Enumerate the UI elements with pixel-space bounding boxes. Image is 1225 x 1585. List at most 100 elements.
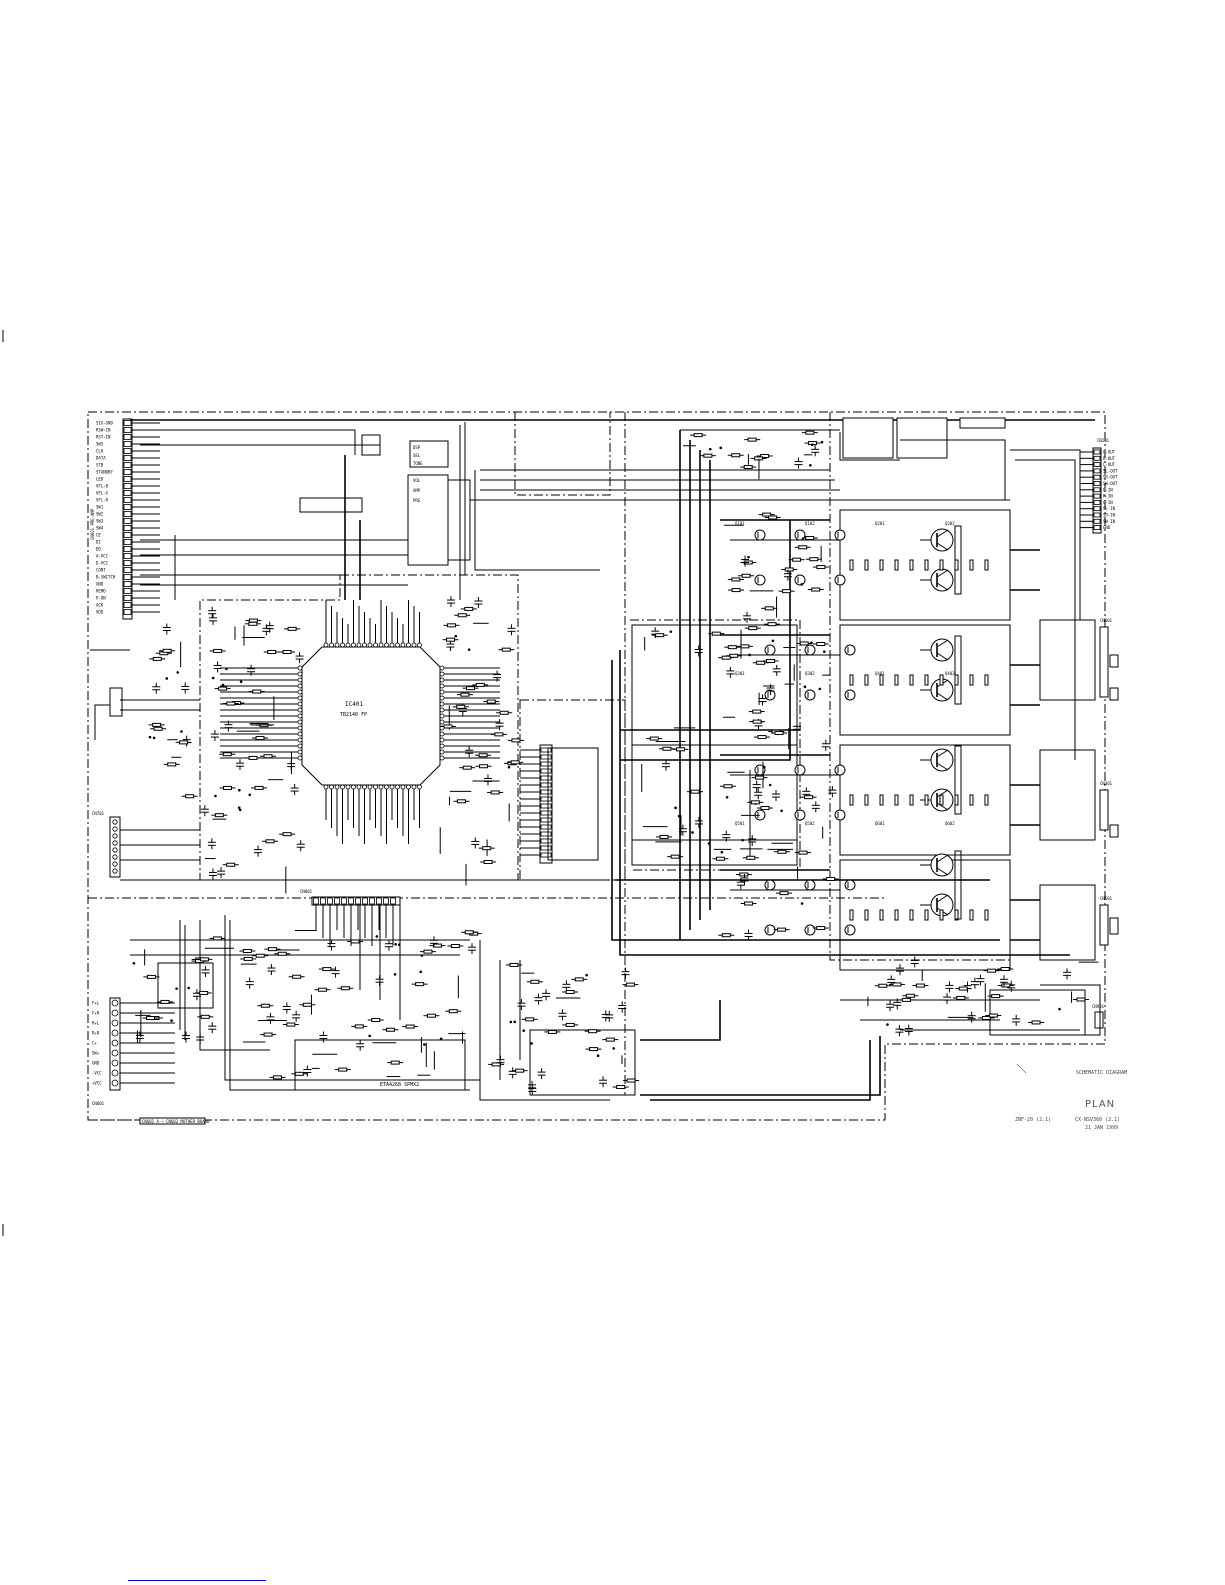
resistor: [226, 701, 236, 706]
resistor: [767, 622, 777, 627]
pin-label: SW3: [96, 519, 104, 524]
resistor: [340, 986, 350, 991]
resistor: [162, 648, 172, 653]
resistor: [354, 1024, 364, 1029]
connector-pin: [112, 833, 118, 839]
pin-label: SW-IN: [1103, 519, 1116, 524]
resistor: [909, 794, 914, 806]
connector-pin: [111, 1049, 119, 1057]
footer-link-underline[interactable]: [128, 1580, 266, 1581]
resistor: [939, 674, 944, 686]
resistor: [782, 589, 792, 594]
small-transistor: [834, 574, 846, 586]
junction: [720, 850, 724, 854]
resistor: [826, 876, 836, 881]
junction: [811, 443, 814, 447]
connector-pin: [123, 434, 132, 440]
power-transistor: [930, 853, 954, 877]
connector-pin: [334, 897, 340, 905]
junction: [707, 842, 711, 845]
ic-pin: [400, 784, 406, 790]
resistor: [415, 982, 425, 987]
resistor: [924, 794, 929, 806]
resistor: [267, 947, 277, 952]
pin-label: SR-IN: [1103, 513, 1116, 518]
connector-pin: [123, 525, 132, 531]
component-ref: Q101: [735, 521, 745, 526]
ic-pin: [297, 731, 303, 737]
resistor: [185, 794, 195, 799]
resistor: [905, 993, 915, 998]
connector-pin: [123, 609, 132, 615]
connector-pin: [540, 796, 552, 802]
resistor: [849, 794, 854, 806]
resistor: [405, 1024, 415, 1029]
block-label: TONE: [413, 461, 423, 466]
connector-pin: [123, 588, 132, 594]
pin-label: DO: [96, 547, 101, 552]
ic-pin: [297, 749, 303, 755]
connector-pin: [540, 754, 552, 760]
pin-label: +VCC: [92, 1081, 102, 1086]
connector-pin: [376, 897, 382, 905]
junction: [800, 582, 804, 586]
connector-pin: [540, 789, 552, 795]
junction: [221, 683, 225, 687]
small-transistor: [844, 879, 856, 891]
small-transistor: [754, 574, 766, 586]
resistor: [864, 674, 869, 686]
resistor: [703, 453, 713, 458]
resistor: [626, 1078, 636, 1083]
small-transistor: [834, 809, 846, 821]
small-transistor: [834, 764, 846, 776]
junction: [152, 736, 156, 740]
junction: [677, 814, 681, 818]
connector-ref: CN301: [1100, 618, 1113, 623]
resistor: [574, 977, 584, 982]
ic-pin: [439, 731, 445, 737]
junction: [674, 806, 677, 810]
resistor: [731, 577, 741, 582]
connector-pin: [1093, 512, 1101, 518]
connector-pin: [123, 490, 132, 496]
connector-pin: [123, 581, 132, 587]
wire: [936, 692, 949, 701]
block-label: VOL: [413, 478, 421, 483]
resistor: [605, 1037, 615, 1042]
resistor: [317, 987, 327, 992]
resistor: [879, 559, 884, 571]
resistor: [894, 794, 899, 806]
component-ref: Q102: [805, 521, 815, 526]
connector-ref: CN601: [92, 1101, 105, 1106]
connector-pin: [1093, 525, 1101, 530]
amp-channel-frame: [839, 624, 1011, 736]
connector-pin: [362, 897, 368, 905]
resistor: [991, 994, 1001, 999]
left-mid-connector: [90, 649, 610, 881]
ic-pin: [373, 642, 378, 648]
resistor: [760, 806, 770, 811]
power-transistor: [930, 528, 954, 552]
connector-pin: [123, 595, 132, 601]
pin-label: SW+: [92, 1051, 100, 1056]
model-left: ZNF-20 (2.1): [1015, 1117, 1051, 1123]
resistor: [690, 789, 700, 794]
resistor: [755, 775, 765, 780]
ic-pin: [439, 671, 445, 677]
pin-label: C-OUT: [1103, 462, 1116, 467]
connector-ref: CN901: [1092, 1004, 1105, 1009]
resistor: [956, 995, 966, 1000]
ic-pin: [297, 743, 303, 749]
wire: [936, 569, 949, 578]
junction: [132, 961, 136, 965]
heatsink: [954, 525, 962, 595]
junction: [214, 794, 217, 798]
resistor: [450, 943, 460, 948]
pin-label: R+R: [92, 1031, 100, 1036]
resistor: [501, 647, 511, 652]
resistor: [675, 747, 685, 752]
junction: [768, 783, 772, 787]
connector-pin: [540, 810, 552, 816]
connector-pin: [540, 852, 552, 858]
bottom-left-section: F+LF+RR+LR+RC+SW+GND-VCC+VCC ETA4268 SPM…: [92, 905, 881, 1101]
